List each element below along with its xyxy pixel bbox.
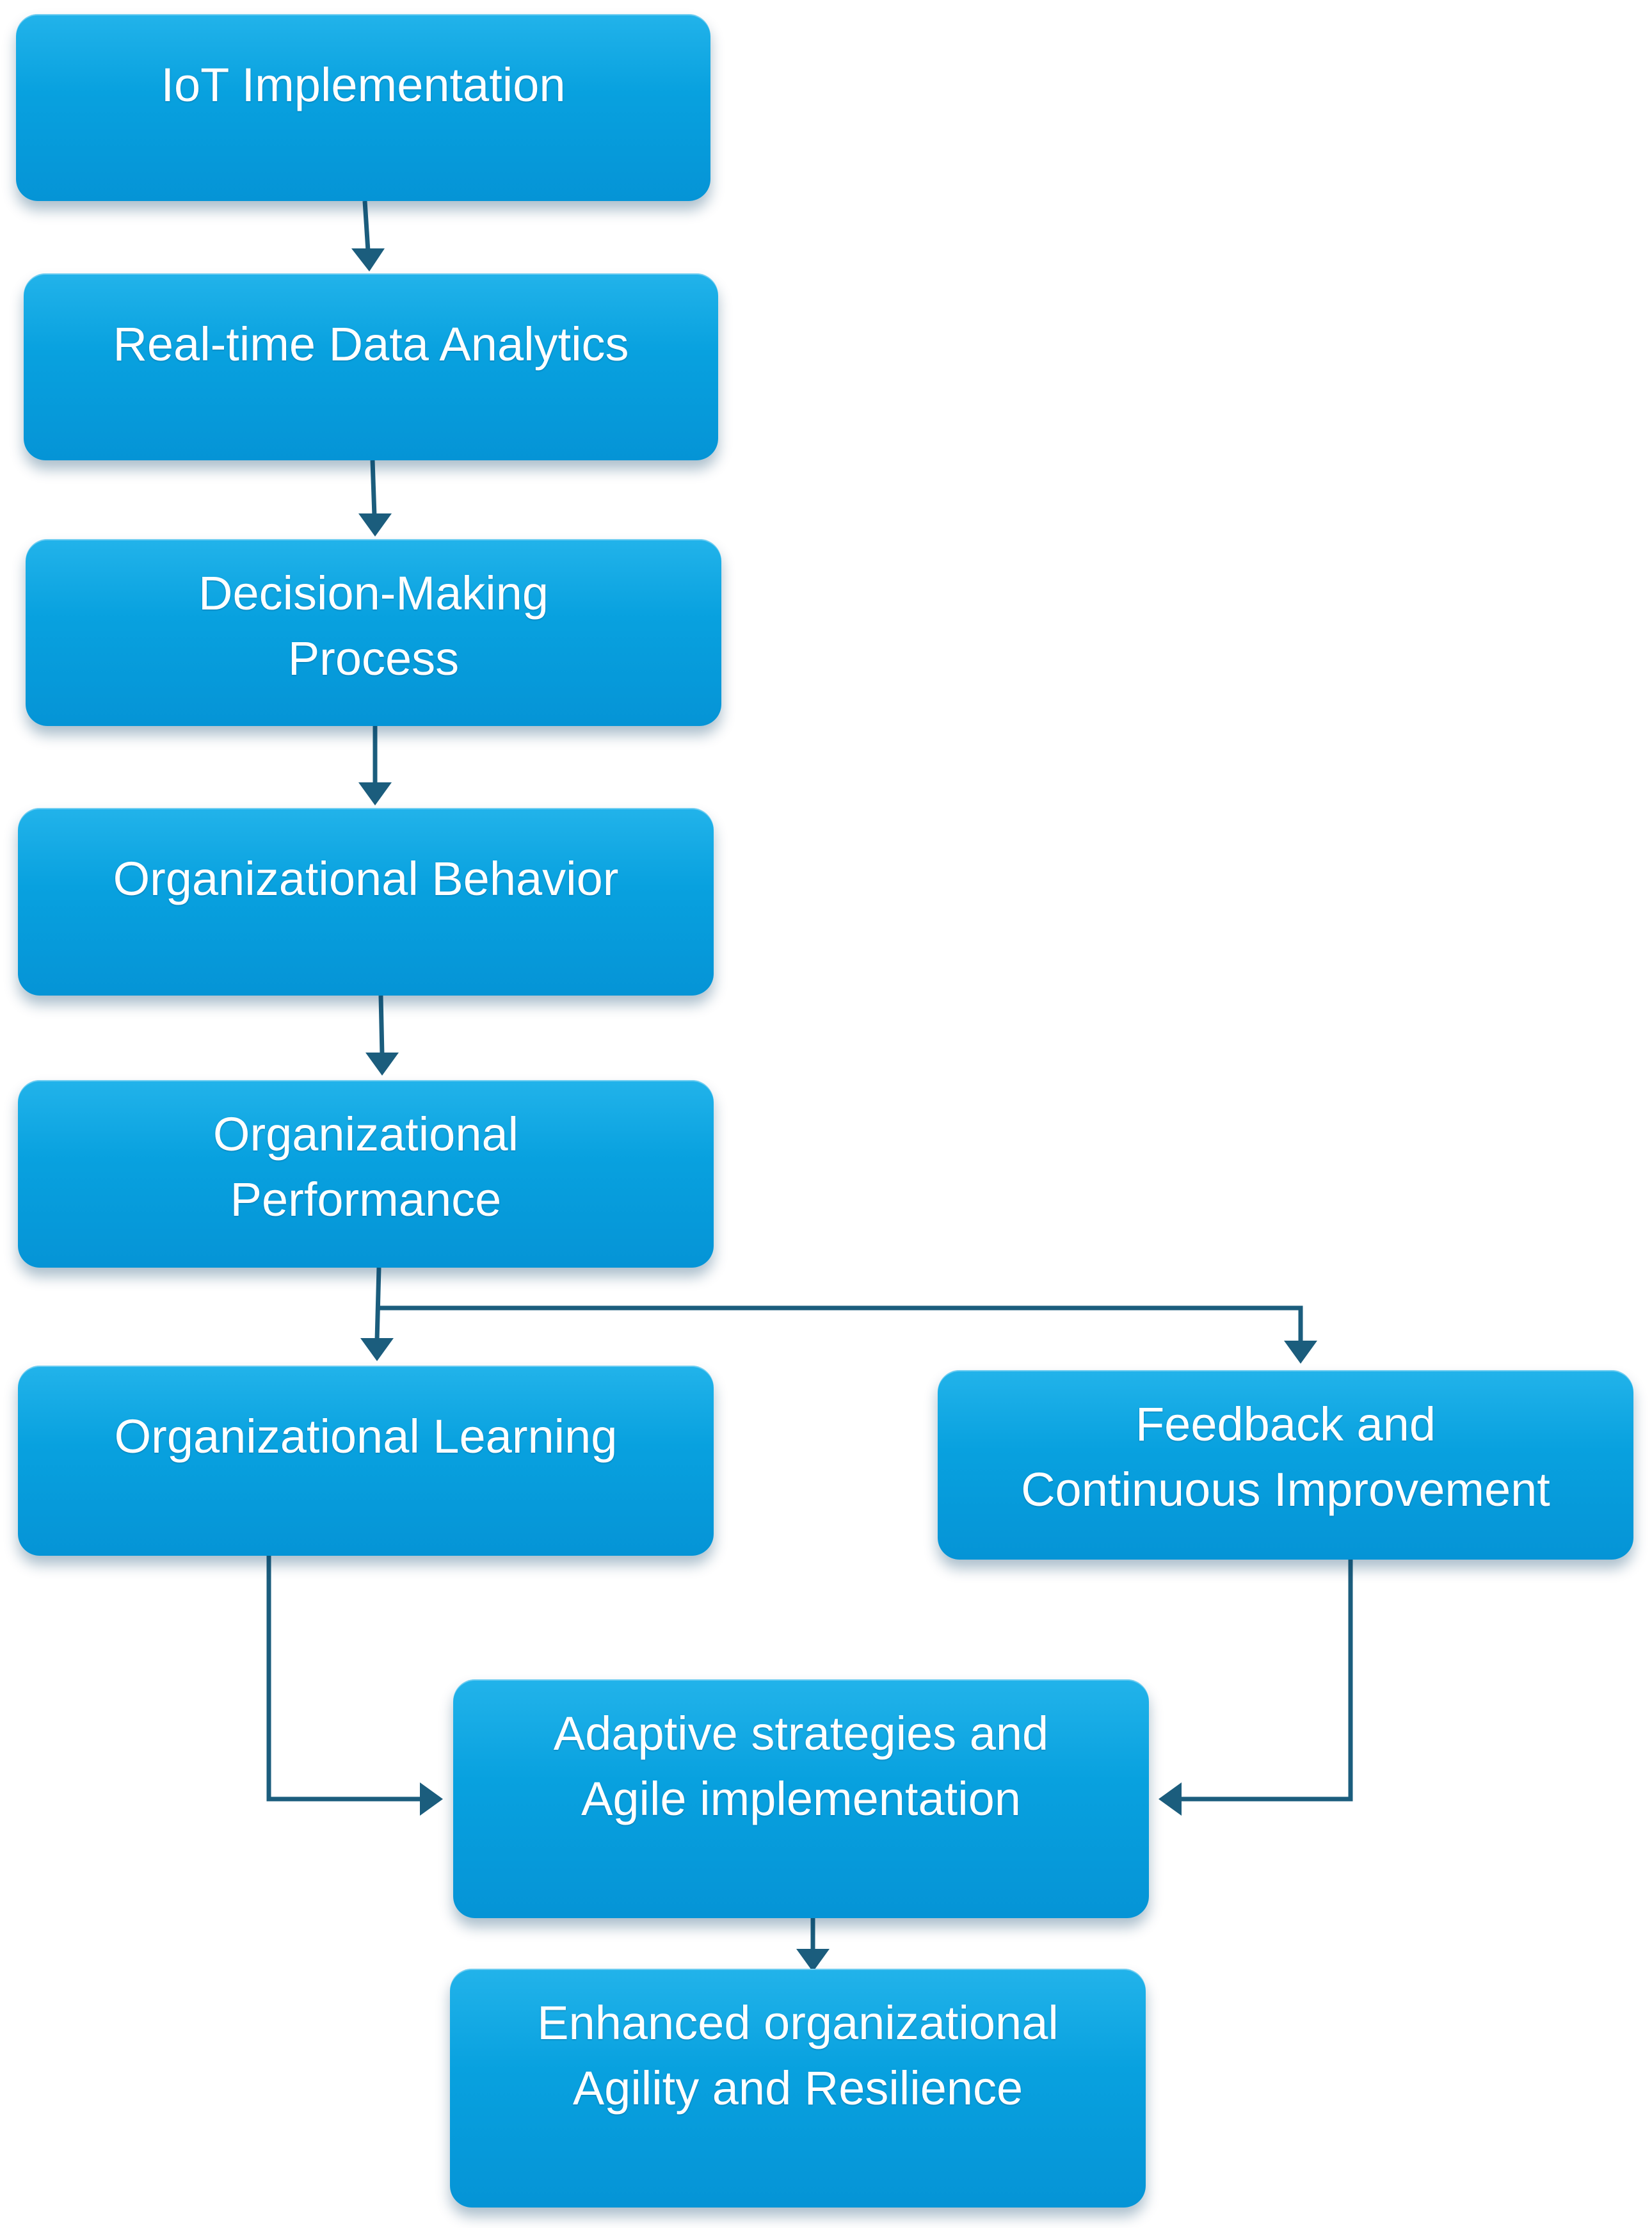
arrowhead-analytics-to-decision	[358, 513, 392, 537]
node-iot-implementation: IoT Implementation	[16, 14, 710, 201]
arrowhead-feedback-to-adaptive	[1159, 1782, 1182, 1816]
arrowhead-learning-to-adaptive	[420, 1782, 443, 1816]
node-feedback-continuous-improvement-label: Feedback and Continuous Improvement	[1021, 1398, 1550, 1516]
node-adaptive-strategies-label: Adaptive strategies and Agile implementa…	[553, 1707, 1049, 1825]
node-enhanced-agility: Enhanced organizational Agility and Resi…	[450, 1969, 1146, 2208]
node-enhanced-agility-label: Enhanced organizational Agility and Resi…	[537, 1996, 1059, 2115]
node-organizational-learning-label: Organizational Learning	[114, 1410, 618, 1463]
node-organizational-performance: Organizational Performance	[18, 1080, 714, 1268]
arrow-behavior-to-performance	[378, 995, 385, 1056]
arrow-performance-to-learning	[374, 1267, 381, 1341]
arrowhead-decision-to-behavior	[358, 782, 392, 805]
node-organizational-learning: Organizational Learning	[18, 1366, 714, 1556]
arrowhead-performance-to-feedback	[1284, 1341, 1317, 1364]
arrowhead-performance-to-learning	[360, 1338, 394, 1361]
arrow-iot-to-analytics	[362, 200, 371, 252]
node-feedback-continuous-improvement: Feedback and Continuous Improvement	[938, 1370, 1633, 1560]
arrow-performance-to-feedback	[379, 1305, 1303, 1343]
arrowhead-iot-to-analytics	[351, 248, 385, 271]
arrow-feedback-to-adaptive	[1179, 1560, 1353, 1802]
node-organizational-performance-label: Organizational Performance	[213, 1108, 519, 1226]
arrow-analytics-to-decision	[370, 460, 377, 517]
node-decision-making-process-label: Decision-Making Process	[198, 567, 549, 685]
arrowhead-adaptive-to-enhanced	[796, 1949, 830, 1972]
arrowhead-behavior-to-performance	[365, 1053, 399, 1076]
node-realtime-data-analytics: Real-time Data Analytics	[24, 273, 718, 460]
arrow-learning-to-adaptive	[266, 1556, 422, 1802]
node-organizational-behavior: Organizational Behavior	[18, 808, 714, 996]
node-iot-implementation-label: IoT Implementation	[161, 58, 566, 111]
node-decision-making-process: Decision-Making Process	[26, 539, 721, 726]
node-organizational-behavior-label: Organizational Behavior	[113, 852, 619, 905]
node-realtime-data-analytics-label: Real-time Data Analytics	[113, 318, 629, 371]
node-adaptive-strategies: Adaptive strategies and Agile implementa…	[453, 1679, 1149, 1918]
